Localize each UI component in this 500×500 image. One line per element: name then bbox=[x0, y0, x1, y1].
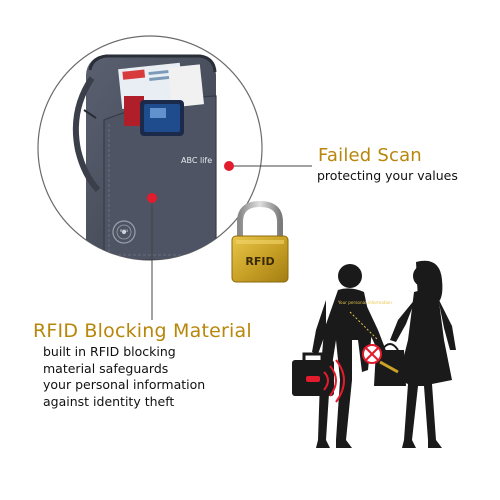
scan-path bbox=[349, 311, 379, 341]
rfid-blocking-description: built in RFID blocking material safeguar… bbox=[43, 344, 205, 410]
brand-label: ABC life bbox=[181, 156, 212, 165]
rfid-line-1: built in RFID blocking bbox=[43, 344, 176, 359]
wallet-rfid-badge: RFID bbox=[120, 229, 128, 233]
failed-scan-marker bbox=[224, 161, 234, 171]
rfid-material-marker bbox=[147, 193, 157, 203]
blocked-signal-icon bbox=[323, 344, 382, 403]
failed-scan-title: Failed Scan bbox=[318, 145, 422, 166]
travel-wallet bbox=[72, 54, 217, 260]
silhouette-woman bbox=[390, 260, 456, 448]
handbag-icon bbox=[374, 343, 406, 386]
briefcase-icon bbox=[292, 352, 334, 396]
padlock-icon bbox=[231, 200, 289, 283]
rfid-line-4: against identity theft bbox=[43, 393, 175, 409]
silhouette-man bbox=[312, 264, 388, 448]
rfid-line-3: your personal information bbox=[43, 377, 206, 392]
rfid-blocking-title: RFID Blocking Material bbox=[33, 320, 252, 342]
padlock-label: RFID bbox=[245, 255, 274, 268]
failed-scan-subtitle-text: protecting your values bbox=[317, 168, 458, 183]
failed-scan-subtitle: protecting your values bbox=[317, 168, 458, 185]
rfid-line-2: material safeguards bbox=[43, 360, 169, 376]
thief-note: Your personal information bbox=[337, 300, 392, 305]
